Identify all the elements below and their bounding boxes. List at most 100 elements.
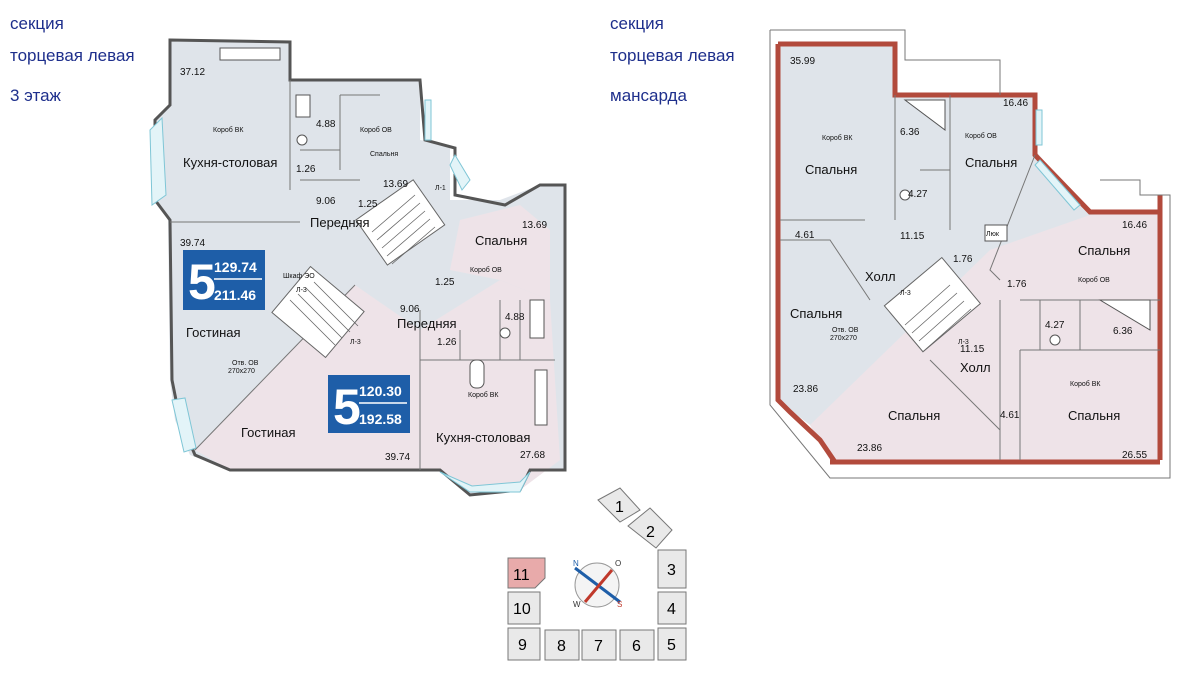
attic-r2-area: 16.46 — [1003, 98, 1028, 109]
apt1-badge: 5 129.74 211.46 — [183, 250, 265, 310]
attic-interior-walls — [780, 95, 1160, 460]
compass-w: W — [573, 600, 581, 609]
section-5[interactable]: 5 — [657, 627, 687, 661]
attic-r2-label: Спальня — [965, 155, 1017, 170]
stair-l1 — [355, 179, 446, 266]
window-bedroom — [449, 153, 471, 191]
left-title-floor: 3 этаж — [10, 86, 61, 105]
compass-s: S — [617, 600, 622, 609]
svg-text:2: 2 — [646, 524, 655, 541]
attic-wc-b: 4.27 — [1045, 320, 1065, 331]
section-8[interactable]: 8 — [544, 629, 580, 661]
kitchen-counter-icon-2 — [534, 369, 548, 426]
attic-hall-b-label: Холл — [960, 360, 991, 375]
interior-walls — [170, 80, 555, 470]
apt2-wc-a: 1.25 — [358, 199, 378, 210]
attic-hall-a-area: 11.15 — [900, 231, 925, 242]
attic-roof-outline — [769, 29, 1171, 479]
compass-o: O — [615, 559, 621, 568]
attic-r5-area: 23.86 — [857, 443, 882, 454]
apt2-wc-c: 1.26 — [437, 337, 457, 348]
attic-r6-area: 26.55 — [1122, 450, 1147, 461]
apt2-box-vk: Короб ВК — [468, 391, 499, 399]
apt2-living: 120.30 — [359, 383, 402, 399]
apt1-bedroom-area: 13.69 — [383, 179, 408, 190]
left-title-line2: торцевая левая — [10, 46, 135, 65]
attic-vent-label: Отв. ОВ — [832, 327, 859, 334]
apt1-bath-area: 4.88 — [316, 119, 336, 130]
svg-text:6: 6 — [632, 638, 641, 655]
apt2-hall-label: Передняя — [397, 316, 457, 331]
compass-icon: N O S W — [573, 559, 622, 609]
section-11-highlighted[interactable]: 11 — [507, 557, 546, 589]
attic-hatch: Люк — [986, 231, 1000, 238]
attic-hall-a-label: Холл — [865, 269, 896, 284]
apt2-bedroom-area: 13.69 — [522, 220, 547, 231]
attic-box-vk-a: Короб ВК — [822, 134, 853, 142]
section-2[interactable]: 2 — [627, 507, 673, 549]
section-10[interactable]: 10 — [507, 591, 541, 625]
attic-box-ov-b: Короб ОВ — [1078, 276, 1110, 284]
attic-vent-size: 270x270 — [830, 335, 857, 342]
apt2-bedroom-label: Спальня — [475, 233, 527, 248]
svg-text:9: 9 — [518, 637, 527, 654]
attic-r5-label: Спальня — [888, 408, 940, 423]
attic-box-vk-b: Короб ВК — [1070, 380, 1101, 388]
apt1-hall-label: Передняя — [310, 215, 370, 230]
svg-text:11: 11 — [513, 567, 530, 584]
apt2-wc-b: 1.25 — [435, 277, 455, 288]
window-kitchen-2 — [439, 471, 531, 493]
bathtub-icon-2 — [529, 299, 545, 339]
apt2-living-area: 39.74 — [385, 452, 410, 463]
right-title-line1: секция — [610, 14, 664, 33]
attic-r3-area: 16.46 — [1122, 220, 1147, 231]
attic-r1-label: Спальня — [805, 162, 857, 177]
svg-text:1: 1 — [615, 499, 624, 516]
apt1-stair-l3b: Л-3 — [350, 339, 361, 346]
svg-text:7: 7 — [594, 638, 603, 655]
attic-landing-b: 1.76 — [1007, 279, 1027, 290]
compass-n: N — [573, 559, 579, 568]
attic-r6-label: Спальня — [1068, 408, 1120, 423]
attic-closet-b: 4.61 — [1000, 410, 1020, 421]
attic-window-2 — [1034, 159, 1081, 211]
attic-stair — [883, 256, 982, 353]
apt1-stair-l3: Л-3 — [296, 287, 307, 294]
section-1[interactable]: 1 — [597, 487, 641, 523]
apt1-living-area: 39.74 — [180, 238, 205, 249]
apt2-living-label: Гостиная — [241, 425, 296, 440]
section-6[interactable]: 6 — [619, 629, 655, 661]
third-floor-plan: 5 129.74 211.46 5 120.30 192.58 37.12 Ку… — [149, 38, 567, 497]
apt2-total: 192.58 — [359, 411, 402, 427]
left-title-line1: секция — [10, 14, 64, 33]
section-3[interactable]: 3 — [657, 549, 687, 589]
apt1-box-vk: Короб ВК — [213, 126, 244, 134]
attic-wc-a: 4.27 — [908, 189, 928, 200]
key-plan: 1 2 3 4 5 6 7 8 9 10 11 N O S W — [507, 487, 687, 661]
section-4[interactable]: 4 — [657, 591, 687, 625]
attic-bath-b: 6.36 — [1113, 326, 1133, 337]
section-7[interactable]: 7 — [581, 629, 617, 661]
apt1-wc-area: 1.26 — [296, 164, 316, 175]
attic-plan: 35.99 Спальня 6.36 4.27 Короб ВК Короб О… — [769, 29, 1171, 479]
apt1-box-ov: Короб ОВ — [360, 126, 392, 134]
window-living-1 — [171, 397, 197, 453]
apt2-badge: 5 120.30 192.58 — [328, 375, 410, 435]
apt1-rooms: 5 — [188, 254, 216, 310]
apt2-rooms: 5 — [333, 379, 361, 435]
attic-bath-a: 6.36 — [900, 127, 920, 138]
attic-box-ov-a: Короб ОВ — [965, 132, 997, 140]
apt1-small-bedroom: Спальня — [370, 151, 398, 158]
toilet-icon-2 — [499, 327, 511, 339]
svg-text:10: 10 — [513, 601, 531, 618]
apt1-stair-l1: Л-1 — [435, 185, 446, 192]
section-9[interactable]: 9 — [507, 627, 541, 661]
apt1-kitchen-label: Кухня-столовая — [183, 155, 277, 170]
window-bath — [424, 99, 432, 141]
apt1-closet: Шкаф ЭО — [283, 273, 315, 280]
attic-r4-area: 23.86 — [793, 384, 818, 395]
attic-r4-label: Спальня — [790, 306, 842, 321]
right-title-floor: мансарда — [610, 86, 687, 105]
attic-stair-label-b: Л-3 — [958, 339, 969, 346]
attic-r1-area: 35.99 — [790, 56, 815, 67]
